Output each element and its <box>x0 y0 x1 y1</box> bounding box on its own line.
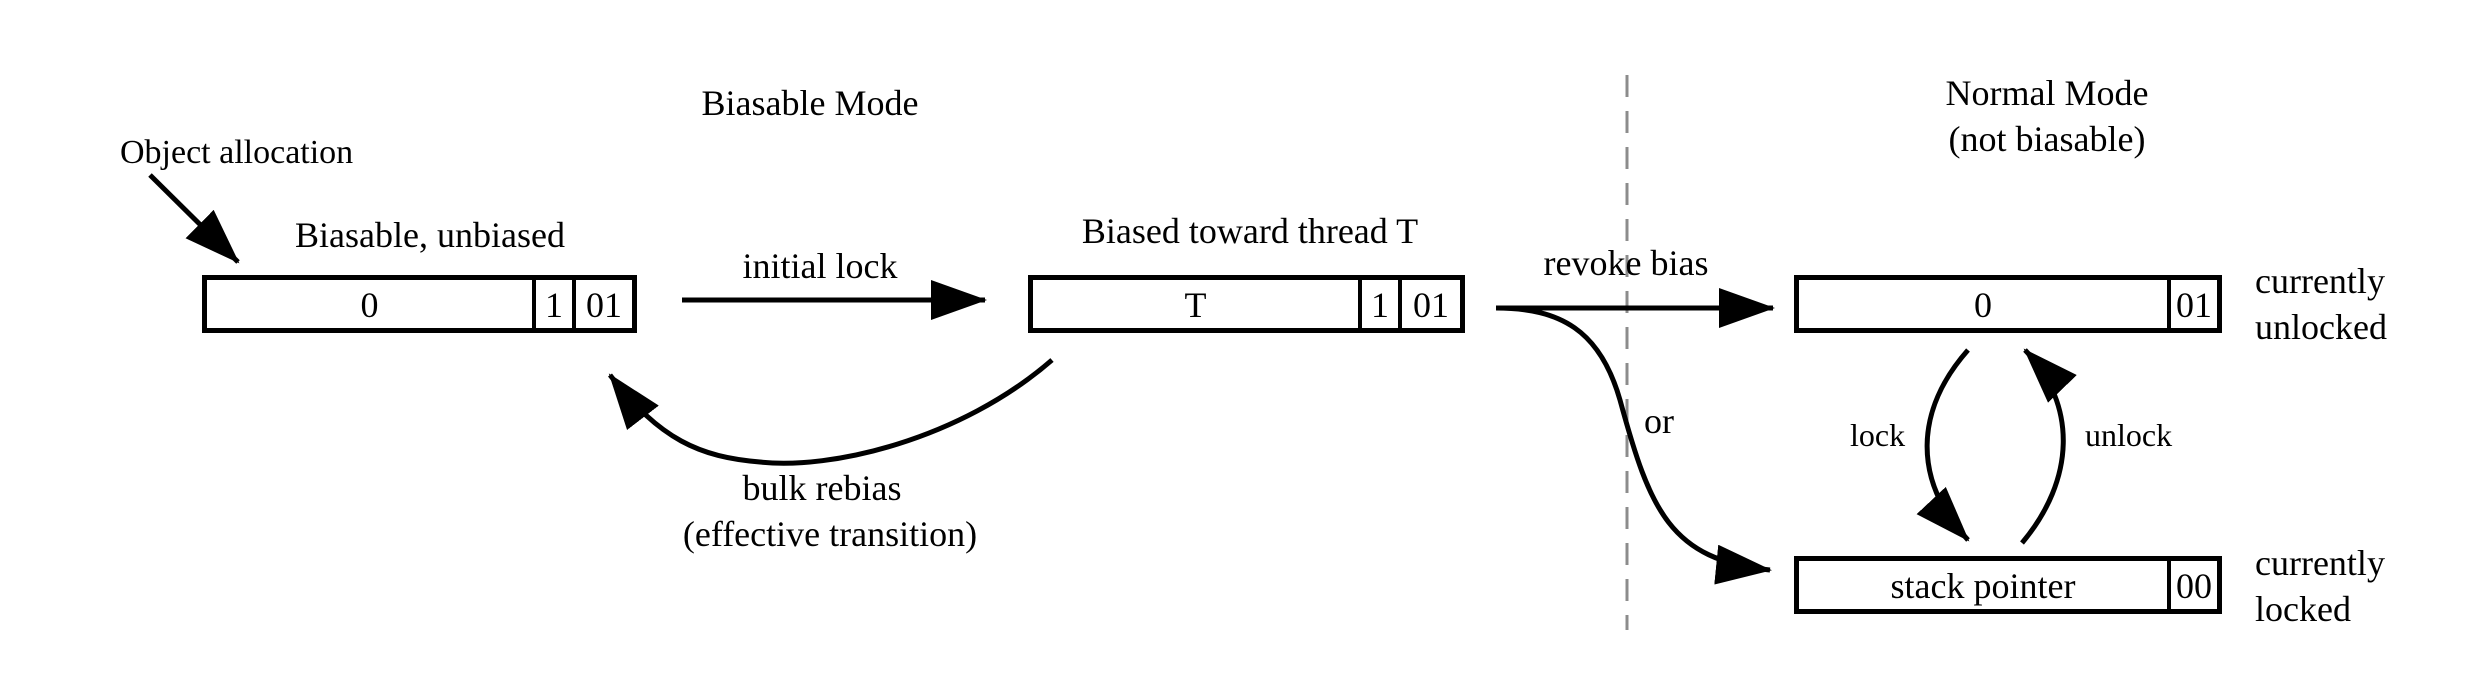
biasable-mode-heading: Biasable Mode <box>701 83 919 123</box>
thread-id-field: T <box>1184 285 1207 325</box>
lock-arrow <box>1916 348 1970 542</box>
biasable-unbiased-title: Biasable, unbiased <box>295 215 565 255</box>
locked-word: stack pointer 00 <box>1794 556 2222 614</box>
unlocked-caption-2: unlocked <box>2255 307 2387 347</box>
hash-field: 0 <box>1974 285 1992 325</box>
revoke-bias-label: revoke bias <box>1543 243 1709 283</box>
object-allocation-label: Object allocation <box>120 134 354 171</box>
or-label: or <box>1644 401 1674 441</box>
biased-toward-thread-word: T 1 01 <box>1028 275 1465 333</box>
unlocked-word: 0 01 <box>1794 275 2222 333</box>
locked-caption-2: locked <box>2255 589 2351 629</box>
initial-lock-label: initial lock <box>742 246 898 286</box>
object-allocation-arrow <box>148 173 240 264</box>
biased-bit-field: 1 <box>1358 280 1398 328</box>
locked-caption: currently <box>2255 543 2385 583</box>
lock-bits-field: 01 <box>2167 280 2217 328</box>
unlock-arrow <box>2020 348 2077 545</box>
bulk-rebias-label: bulk rebias <box>742 468 902 508</box>
bulk-rebias-sublabel: (effective transition) <box>682 514 978 554</box>
lock-bits-field: 00 <box>2167 561 2217 609</box>
biasable-unbiased-word: 0 1 01 <box>202 275 637 333</box>
stack-pointer-field: stack pointer <box>1890 566 2076 606</box>
lock-label: lock <box>1850 417 1906 453</box>
normal-mode-subheading: (not biasable) <box>1948 119 2146 159</box>
biased-bit-field: 1 <box>532 280 572 328</box>
lock-bits-field: 01 <box>1398 280 1460 328</box>
normal-mode-heading: Normal Mode <box>1945 73 2149 113</box>
bulk-rebias-arrow <box>608 358 1054 466</box>
unlock-label: unlock <box>2085 417 2173 453</box>
biased-toward-thread-title: Biased toward thread T <box>1081 211 1419 251</box>
or-arrow <box>1495 305 1772 585</box>
lock-bits-field: 01 <box>572 280 632 328</box>
unlocked-caption: currently <box>2255 261 2385 301</box>
hash-field: 0 <box>360 285 379 325</box>
